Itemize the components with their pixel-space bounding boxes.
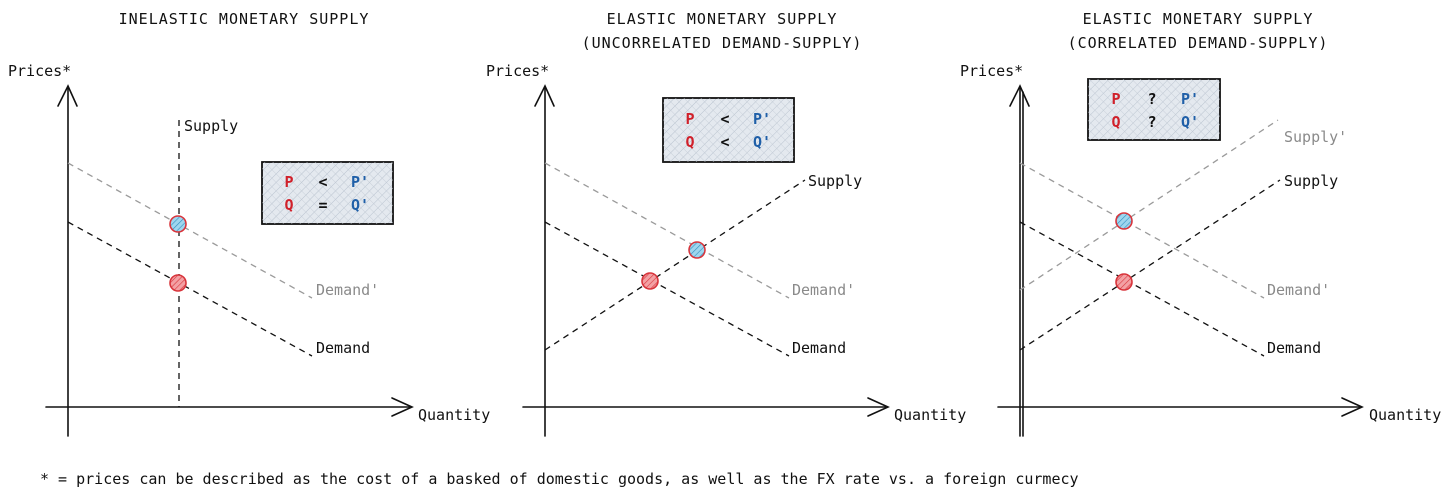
comparison-box: P < P' Q < Q'	[662, 97, 795, 163]
demand-label: Demand	[316, 339, 370, 357]
y-axis-label: Prices*	[960, 62, 1023, 80]
demand-curve	[1019, 221, 1265, 357]
x-axis-label: Quantity	[418, 406, 490, 424]
box-op2: <	[720, 133, 729, 151]
panel-title-line-1: ELASTIC MONETARY SUPPLY	[1083, 10, 1314, 28]
supply-label: Supply	[184, 117, 238, 135]
box-p-prime: P'	[351, 173, 369, 191]
box-op1: <	[318, 173, 327, 191]
demand2-label: Demand'	[1267, 281, 1330, 299]
box-op1: ?	[1147, 90, 1156, 108]
box-q: Q	[1111, 113, 1120, 131]
demand-label: Demand	[792, 339, 846, 357]
demand-label: Demand	[1267, 339, 1321, 357]
supply-label: Supply	[1284, 172, 1338, 190]
equilibrium-marker	[169, 274, 187, 292]
box-q-prime: Q'	[753, 133, 771, 151]
panel-title-line-2: (UNCORRELATED DEMAND-SUPPLY)	[582, 34, 863, 52]
supply2-curve	[1019, 119, 1279, 291]
demand2-label: Demand'	[792, 281, 855, 299]
panel-title-line-2: (CORRELATED DEMAND-SUPPLY)	[1068, 34, 1329, 52]
box-op1: <	[720, 110, 729, 128]
box-q-prime: Q'	[351, 196, 369, 214]
demand-curve	[67, 221, 313, 357]
demand2-label: Demand'	[316, 281, 379, 299]
axes	[522, 84, 890, 437]
box-q: Q	[685, 133, 694, 151]
panel-title-line-1: INELASTIC MONETARY SUPPLY	[119, 10, 370, 28]
box-p-prime: P'	[753, 110, 771, 128]
equilibrium-marker	[641, 272, 659, 290]
supply-curve	[544, 179, 806, 351]
x-axis-label: Quantity	[1369, 406, 1441, 424]
supply-curve	[1019, 179, 1281, 351]
equilibrium-new-marker	[1115, 212, 1133, 230]
supply2-label: Supply'	[1284, 128, 1347, 146]
box-p: P	[1111, 90, 1120, 108]
axes	[997, 84, 1364, 437]
demand2-curve	[67, 162, 313, 299]
panel-title-line-1: ELASTIC MONETARY SUPPLY	[607, 10, 838, 28]
panel-elastic-uncorrelated: ELASTIC MONETARY SUPPLY (UNCORRELATED DE…	[486, 10, 966, 437]
panel-elastic-correlated: ELASTIC MONETARY SUPPLY (CORRELATED DEMA…	[960, 10, 1441, 437]
box-p-prime: P'	[1181, 90, 1199, 108]
comparison-box: P < P' Q = Q'	[261, 161, 394, 225]
demand-curve	[544, 221, 790, 357]
equilibrium-marker	[1115, 273, 1133, 291]
comparison-box: P ? P' Q ? Q'	[1087, 78, 1221, 141]
footnote: * = prices can be described as the cost …	[40, 470, 1079, 488]
equilibrium-new-marker	[688, 241, 706, 259]
y-axis-label: Prices*	[8, 62, 71, 80]
box-q-prime: Q'	[1181, 113, 1199, 131]
panel-inelastic: INELASTIC MONETARY SUPPLY Prices* Quanti…	[8, 10, 490, 437]
demand2-curve	[1019, 162, 1265, 299]
box-op2: ?	[1147, 113, 1156, 131]
box-q: Q	[284, 196, 293, 214]
x-axis-label: Quantity	[894, 406, 966, 424]
box-p: P	[685, 110, 694, 128]
y-axis-label: Prices*	[486, 62, 549, 80]
box-op2: =	[318, 196, 327, 214]
axes	[45, 84, 414, 437]
equilibrium-new-marker	[169, 215, 187, 233]
box-p: P	[284, 173, 293, 191]
demand2-curve	[544, 162, 790, 299]
supply-label: Supply	[808, 172, 862, 190]
